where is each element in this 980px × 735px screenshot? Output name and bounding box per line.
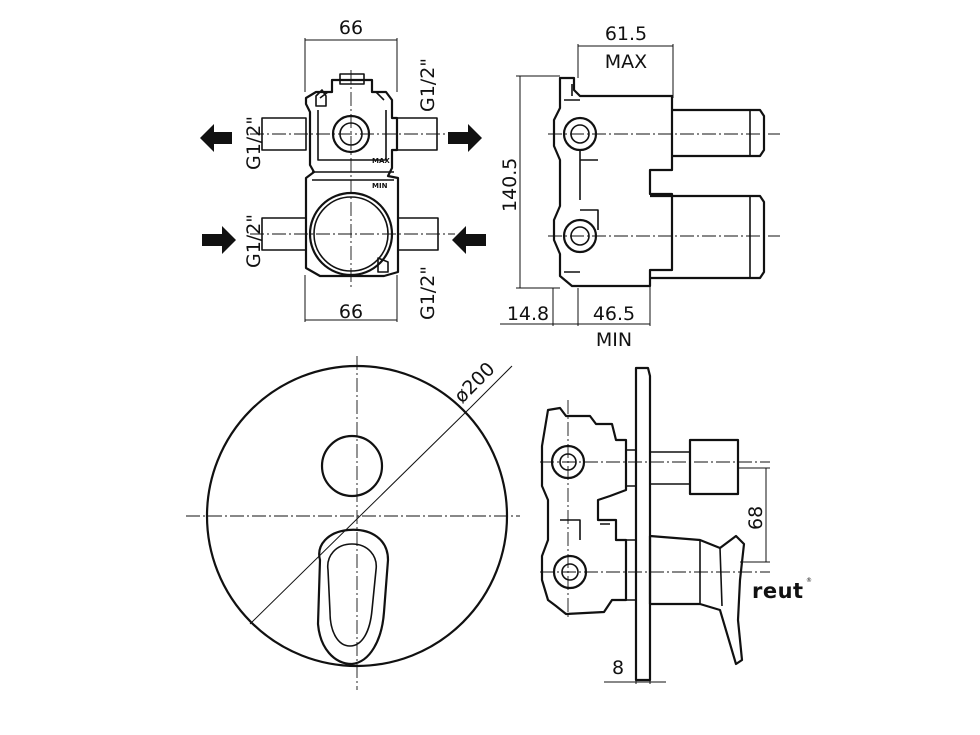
dim-width-top: 66 <box>339 17 363 39</box>
dim-plate-thickness: 8 <box>612 657 624 679</box>
inlet-right-arrow <box>452 226 486 254</box>
dim-depth-min: 46.5 <box>593 303 635 325</box>
dim-depth-max: 61.5 <box>605 23 647 45</box>
body-max-label: MAX <box>372 157 390 165</box>
dim-height: 140.5 <box>499 158 521 212</box>
dim-width-bottom: 66 <box>339 301 363 323</box>
brand-mark: ® <box>806 577 812 584</box>
thread-label-upper-right: G1/2" <box>417 58 439 112</box>
brand-name: reut <box>752 579 804 603</box>
thread-label-lower-left: G1/2" <box>243 214 265 268</box>
body-min-label: MIN <box>372 182 388 190</box>
body-side-view: 61.5 MAX 140.5 14.8 46.5 MIN <box>499 23 780 351</box>
thread-label-upper-left: G1/2" <box>243 116 265 170</box>
body-front-view: MAX MIN 66 66 G1/2" G1/2" G1/2" G1/2" <box>200 17 486 323</box>
dim-max-label: MAX <box>605 51 647 73</box>
outlet-right-arrow <box>448 124 482 152</box>
inlet-left-arrow <box>202 226 236 254</box>
plate-front-view: ø200 <box>186 356 520 690</box>
thread-label-lower-right: G1/2" <box>417 266 439 320</box>
brand-logo: reut ® <box>752 577 812 603</box>
dim-plate-diameter: ø200 <box>450 358 499 407</box>
assembly-side-view: 68 8 <box>540 366 770 684</box>
outlet-left-arrow <box>200 124 232 152</box>
dim-handle-offset: 68 <box>745 506 767 530</box>
dim-min-label: MIN <box>596 329 632 351</box>
dim-offset-left: 14.8 <box>507 303 549 325</box>
